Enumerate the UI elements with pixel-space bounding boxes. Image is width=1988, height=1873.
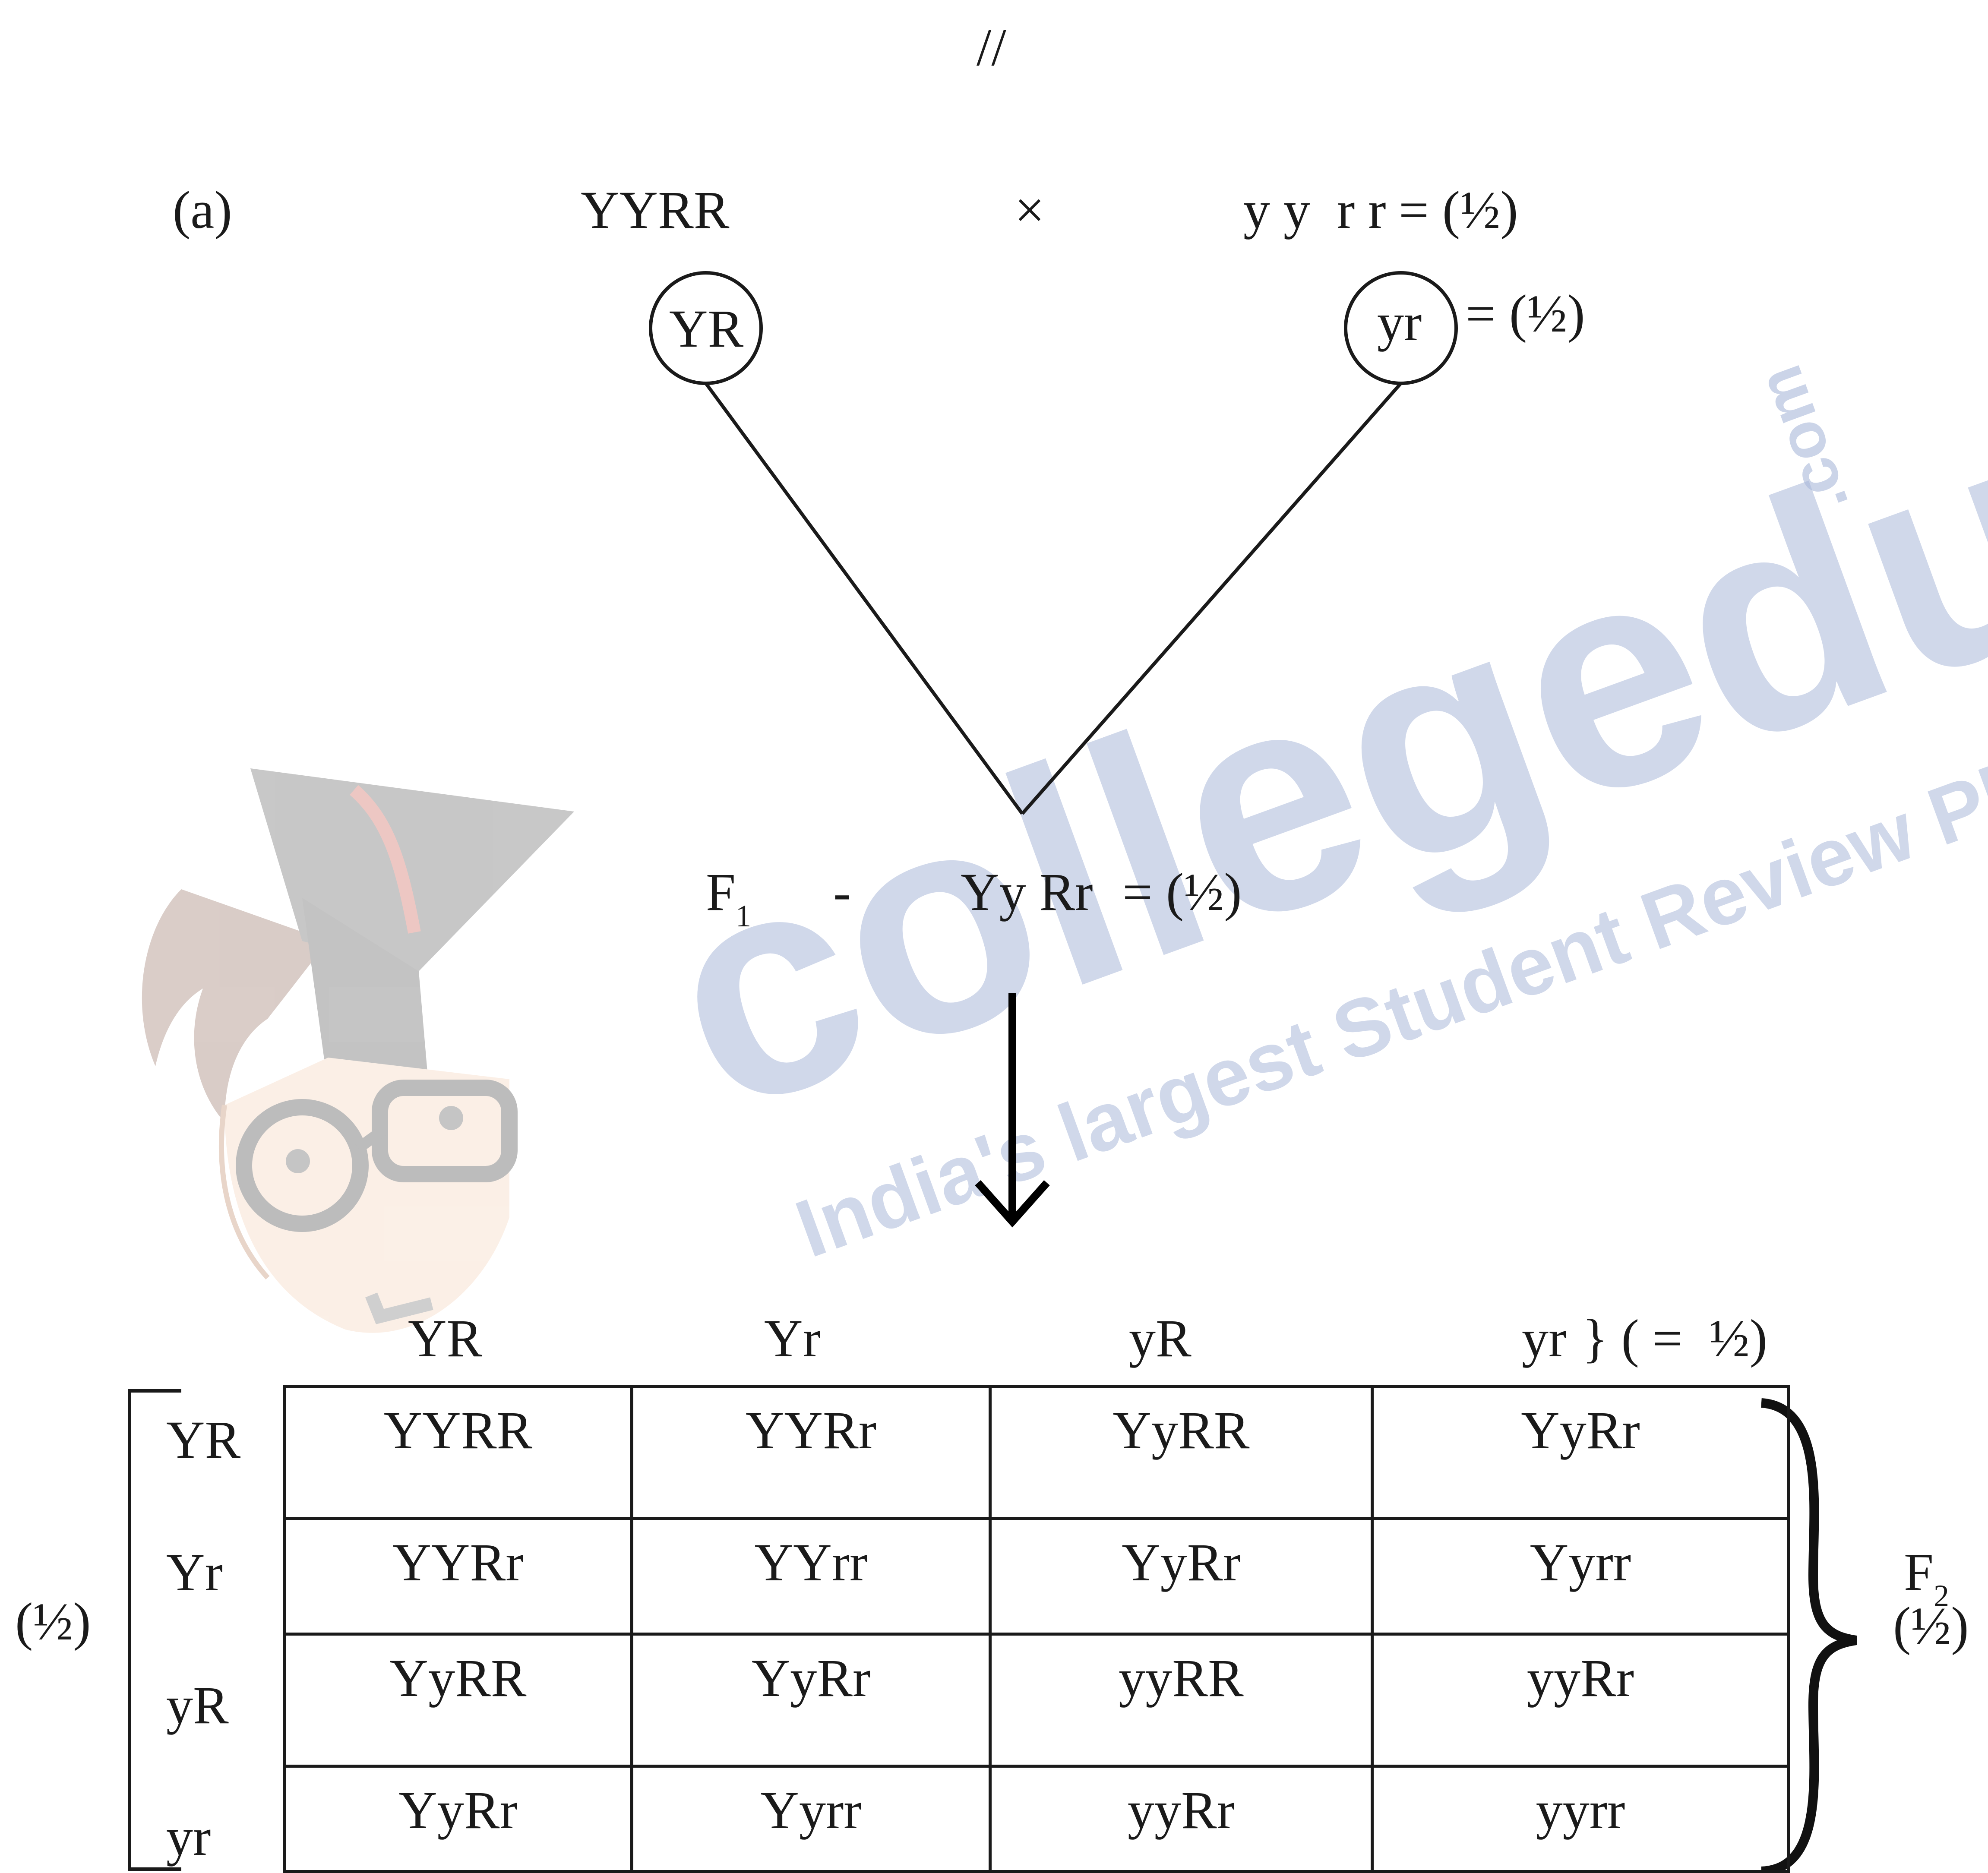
punnett-cell: yyrr xyxy=(1371,1765,1790,1873)
punnett-cell: YYRr xyxy=(630,1385,992,1520)
row-header: Yr xyxy=(166,1543,223,1602)
punnett-cell: yyRR xyxy=(989,1633,1374,1768)
punnett-cell: YyRr xyxy=(1371,1385,1790,1520)
f2-label: F2 xyxy=(1904,1542,1949,1613)
col-header-mark: } ( = ½) xyxy=(1582,1309,1768,1368)
table-row: YyRR YyRr yyRR yyRr xyxy=(283,1633,1790,1768)
punnett-cell: YYRr xyxy=(283,1517,633,1636)
arrow-head xyxy=(975,1180,1050,1228)
punnett-square: YYRR YYRr YyRR YyRr YYRr YYrr YyRr Yyrr … xyxy=(283,1385,1790,1873)
table-row: YyRr Yyrr yyRr yyrr xyxy=(283,1765,1790,1873)
gamete-yr-parent1: YR xyxy=(669,299,744,358)
table-row: YYRr YYrr YyRr Yyrr xyxy=(283,1517,1790,1636)
f1-label: F1 xyxy=(706,862,751,933)
f1-genotype: Yy Rr xyxy=(961,862,1093,922)
parent-1-genotype: YYRR xyxy=(581,180,730,240)
f1-mark: = (½) xyxy=(1122,862,1242,922)
row-header: yR xyxy=(166,1676,229,1735)
punnett-cell: YyRR xyxy=(283,1633,633,1768)
gamete-yr-parent2: yr xyxy=(1377,293,1422,352)
punnett-cell: YyRr xyxy=(630,1633,992,1768)
part-label: (a) xyxy=(173,180,232,240)
col-header: yR xyxy=(1129,1309,1192,1368)
punnett-cell: Yyrr xyxy=(630,1765,992,1873)
col-header: yr xyxy=(1522,1309,1567,1368)
punnett-cell: YYrr xyxy=(630,1517,992,1636)
left-bracket xyxy=(128,1389,181,1871)
left-mark: (½) xyxy=(15,1592,91,1651)
punnett-cell: yyRr xyxy=(989,1765,1374,1873)
cross-symbol: × xyxy=(1015,180,1045,240)
cross-line-right xyxy=(1021,382,1403,815)
row-header: yr xyxy=(166,1807,211,1867)
f1-dash: - xyxy=(833,862,851,922)
f2-mark: (½) xyxy=(1893,1596,1969,1655)
col-header: Yr xyxy=(764,1309,821,1368)
punnett-cell: Yyrr xyxy=(1371,1517,1790,1636)
punnett-cell: YyRr xyxy=(283,1765,633,1873)
top-mark: // xyxy=(977,18,1006,77)
punnett-cell: YYRR xyxy=(283,1385,633,1520)
row-header: YR xyxy=(166,1410,241,1469)
punnett-cell: yyRr xyxy=(1371,1633,1790,1768)
gamete-mark: = (½) xyxy=(1466,284,1585,343)
right-brace xyxy=(1760,1398,1857,1873)
cross-line-left xyxy=(704,382,1024,815)
col-header: YR xyxy=(408,1309,483,1368)
punnett-cell: YyRR xyxy=(989,1385,1374,1520)
table-row: YYRR YYRr YyRR YyRr xyxy=(283,1385,1790,1520)
parent-2-genotype: y y r r xyxy=(1243,180,1386,240)
punnett-cell: YyRr xyxy=(989,1517,1374,1636)
parent-2-mark: = (½) xyxy=(1399,180,1518,240)
